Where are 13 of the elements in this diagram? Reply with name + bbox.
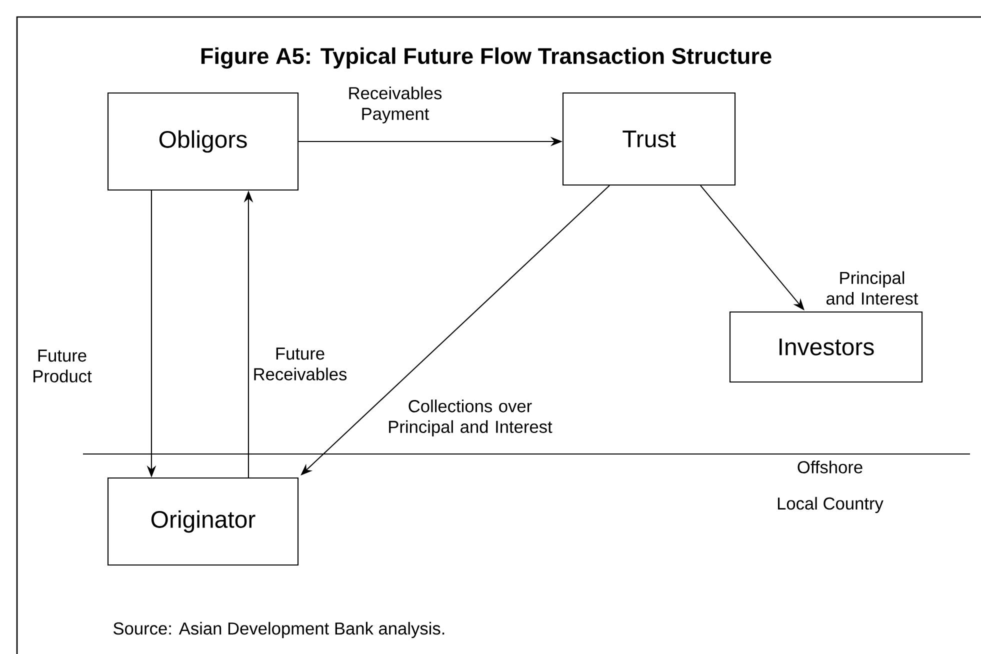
edge-label: Principal and Interest <box>826 271 918 305</box>
region-label: Offshore <box>798 460 862 474</box>
edge-label: Collections over Principal and Interest <box>389 400 552 436</box>
edge-label: Receivables Payment <box>349 86 442 124</box>
title: Figure A5: Typical Future Flow Transaction Structure <box>201 47 772 69</box>
process-box: Trust <box>562 92 736 186</box>
process-box: Obligors <box>107 92 299 191</box>
edge-label: Future Receivables <box>254 348 347 380</box>
process-box: Investors <box>729 311 923 383</box>
region-label: Local Country <box>778 496 884 514</box>
source-note: Source: Asian Development Bank analysis. <box>114 622 444 638</box>
process-box: Originator <box>107 477 299 566</box>
edge-label: Future Product <box>34 350 92 382</box>
